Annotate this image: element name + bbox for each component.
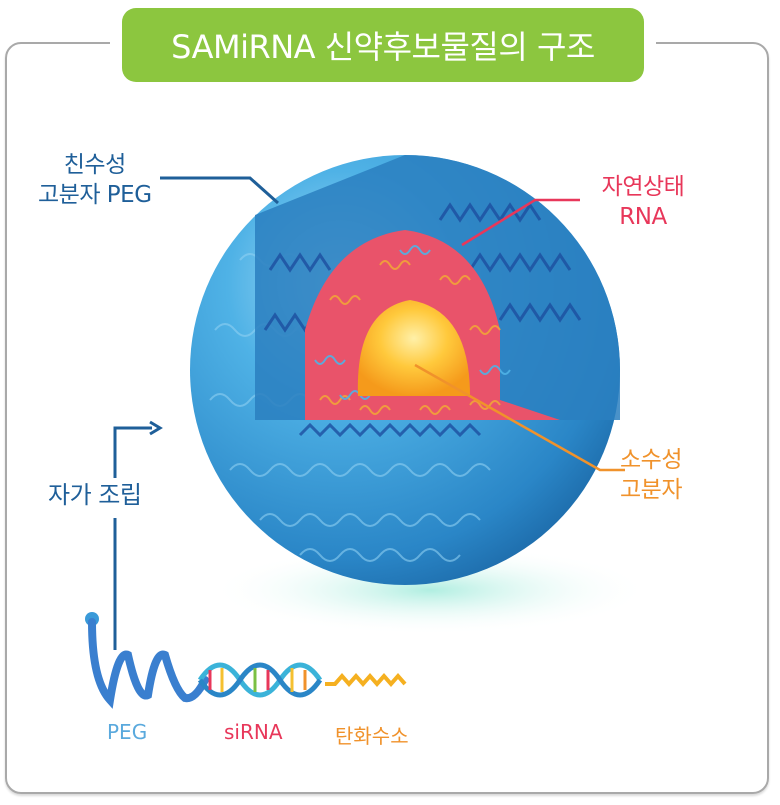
ground-shadow	[210, 545, 650, 635]
component-label-peg: PEG	[107, 720, 148, 744]
peg-chain-icon	[88, 618, 209, 709]
label-hydrophobic-polymer: 소수성 고분자	[606, 445, 696, 505]
rna-leader-line	[461, 198, 580, 247]
label-hydrophilic-peg: 친수성 고분자 PEG	[38, 150, 152, 210]
hydrophobic-core	[357, 300, 470, 396]
arrow-head-icon	[149, 420, 163, 436]
self-assembly-arrow	[113, 426, 152, 650]
label-line: 고분자 PEG	[38, 182, 152, 208]
component-label-hydrocarbon: 탄화수소	[335, 724, 409, 748]
component-label-sirna: siRNA	[224, 720, 283, 744]
core-leader-line	[414, 363, 625, 472]
label-line: RNA	[619, 204, 667, 230]
label-natural-rna: 자연상태 RNA	[583, 172, 703, 232]
hydrocarbon-chain-icon	[325, 672, 407, 688]
label-line: 소수성	[620, 447, 682, 473]
diagram-title: SAMiRNA 신약후보물질의 구조	[122, 8, 644, 82]
label-line: 고분자	[620, 477, 682, 503]
label-self-assembly: 자가 조립	[48, 481, 142, 509]
sirna-helix-icon	[197, 662, 323, 698]
label-line: 친수성	[63, 152, 126, 178]
label-line: 자연상태	[601, 174, 685, 200]
peg-leader-line	[160, 176, 279, 205]
